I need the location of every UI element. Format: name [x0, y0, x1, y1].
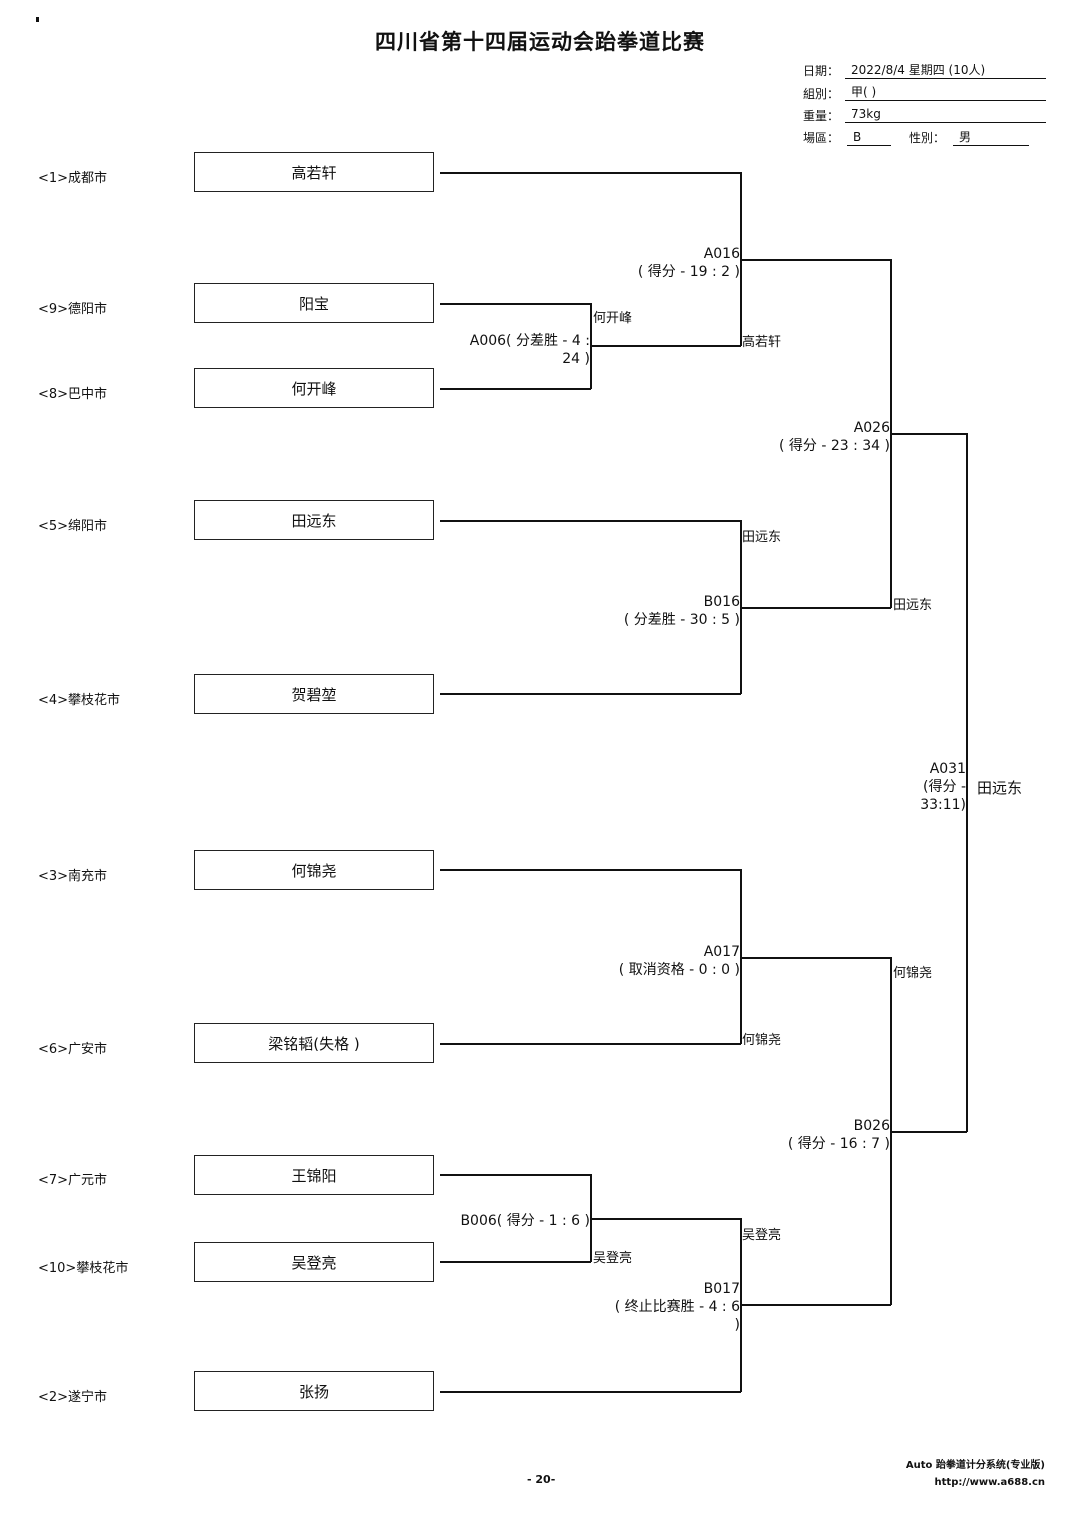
match-code: B006( 得分 - 1 : 6 ) — [460, 1213, 590, 1229]
match-code: A026 — [853, 420, 890, 436]
match-result: ( 得分 - 19 : 2 ) — [637, 264, 740, 280]
bracket-line — [440, 520, 741, 522]
match-label-b017: B017 ( 终止比赛胜 - 4 : 6 ) — [540, 1280, 740, 1334]
competitor-name-box: 田远东 — [194, 500, 434, 540]
match-code: B026 — [853, 1118, 890, 1134]
match-code: A017 — [703, 944, 740, 960]
competitor-name-box: 吴登亮 — [194, 1242, 434, 1282]
bracket-line — [890, 1131, 967, 1133]
match-label-a031: A031 (得分 - 33:11) — [866, 760, 966, 814]
bracket-line — [440, 1391, 741, 1393]
bracket-line — [740, 259, 891, 261]
champion-label: 田远东 — [977, 779, 1023, 797]
competitor-name-box: 梁铭韬(失格 ) — [194, 1023, 434, 1063]
bracket-line — [590, 1218, 741, 1220]
match-result: ( 得分 - 16 : 7 ) — [787, 1136, 890, 1152]
match-result: (得分 - — [923, 779, 966, 795]
weight-label: 重量： — [803, 109, 840, 123]
bracket-line — [440, 388, 591, 390]
match-code: B016 — [703, 594, 740, 610]
match-label-a017: A017 ( 取消资格 - 0 : 0 ) — [540, 943, 740, 979]
match-label-a006: A006( 分差胜 - 4 : 24 ) — [440, 332, 590, 368]
match-code: B017 — [703, 1281, 740, 1297]
seed-label: <9>德阳市 — [38, 302, 108, 317]
winner-label-a016: 高若轩 — [742, 335, 782, 350]
bracket-line — [440, 303, 591, 305]
software-url: http://www.a688.cn — [934, 1477, 1045, 1488]
venue-label: 場區： — [803, 131, 840, 145]
gender-value: 男 — [953, 130, 1029, 146]
bracket-line — [440, 869, 741, 871]
seed-label: <2>遂宁市 — [38, 1390, 108, 1405]
match-result: ( 得分 - 23 : 34 ) — [778, 438, 890, 454]
winner-label-a026: 田远东 — [893, 598, 933, 613]
date-value: 2022/8/4 星期四 (10人) — [845, 63, 1046, 79]
seed-label: <4>攀枝花市 — [38, 693, 121, 708]
bracket-line — [740, 607, 891, 609]
date-label: 日期： — [803, 64, 840, 78]
match-result-cont: 33:11) — [920, 797, 966, 813]
venue-value: B — [847, 130, 891, 146]
corner-mark — [36, 17, 39, 22]
competitor-name-box: 何开峰 — [194, 368, 434, 408]
bracket-line — [440, 1043, 741, 1045]
seed-label: <1>成都市 — [38, 171, 108, 186]
bracket-line — [890, 433, 967, 435]
seed-label: <3>南充市 — [38, 869, 108, 884]
bracket-line — [740, 957, 891, 959]
seed-label: <5>绵阳市 — [38, 519, 108, 534]
page-title: 四川省第十四届运动会跆拳道比赛 — [375, 30, 705, 54]
winner-label-b017: 吴登亮 — [742, 1228, 782, 1243]
match-code: A006( 分差胜 - 4 : — [469, 333, 590, 349]
match-label-a016: A016 ( 得分 - 19 : 2 ) — [540, 245, 740, 281]
competitor-name-box: 何锦尧 — [194, 850, 434, 890]
match-label-b026: B026 ( 得分 - 16 : 7 ) — [690, 1117, 890, 1153]
winner-label-a017: 何锦尧 — [742, 1033, 782, 1048]
match-label-b006: B006( 得分 - 1 : 6 ) — [420, 1212, 590, 1230]
seed-label: <7>广元市 — [38, 1173, 108, 1188]
bracket-line — [440, 172, 741, 174]
bracket-line — [740, 869, 742, 1044]
match-result: ( 分差胜 - 30 : 5 ) — [623, 612, 740, 628]
bracket-line — [966, 433, 968, 1132]
competitor-name-box: 贺碧堃 — [194, 674, 434, 714]
match-result-cont: ) — [734, 1317, 740, 1333]
bracket-line — [440, 1261, 591, 1263]
match-label-b016: B016 ( 分差胜 - 30 : 5 ) — [540, 593, 740, 629]
seed-label: <8>巴中市 — [38, 387, 108, 402]
gender-label: 性別： — [909, 131, 946, 145]
weight-value: 73kg — [845, 107, 1046, 123]
match-result: ( 取消资格 - 0 : 0 ) — [618, 962, 740, 978]
winner-label-b016: 田远东 — [742, 530, 782, 545]
bracket-line — [740, 1304, 891, 1306]
competitor-name-box: 张扬 — [194, 1371, 434, 1411]
seed-label: <6>广安市 — [38, 1042, 108, 1057]
competitor-name-box: 阳宝 — [194, 283, 434, 323]
software-name: Auto 跆拳道计分系统(专业版) — [905, 1460, 1045, 1471]
match-label-a026: A026 ( 得分 - 23 : 34 ) — [690, 419, 890, 455]
bracket-line — [440, 693, 741, 695]
footer-credit: Auto 跆拳道计分系统(专业版) http://www.a688.cn — [800, 1457, 1045, 1491]
winner-label-b026: 何锦尧 — [893, 966, 933, 981]
match-code: A016 — [703, 246, 740, 262]
bracket-line — [440, 1174, 591, 1176]
winner-label-b006: 吴登亮 — [593, 1251, 633, 1266]
winner-label-a006: 何开峰 — [593, 311, 633, 326]
seed-label: <10>攀枝花市 — [38, 1261, 129, 1276]
bracket-line — [590, 345, 741, 347]
match-result: ( 终止比赛胜 - 4 : 6 — [614, 1299, 740, 1315]
match-result: 24 ) — [562, 351, 590, 367]
match-code: A031 — [929, 761, 966, 777]
competitor-name-box: 高若轩 — [194, 152, 434, 192]
page-number: - 20- — [527, 1473, 556, 1486]
group-value: 甲( ) — [845, 85, 1046, 101]
competitor-name-box: 王锦阳 — [194, 1155, 434, 1195]
group-label: 組別： — [803, 87, 840, 101]
